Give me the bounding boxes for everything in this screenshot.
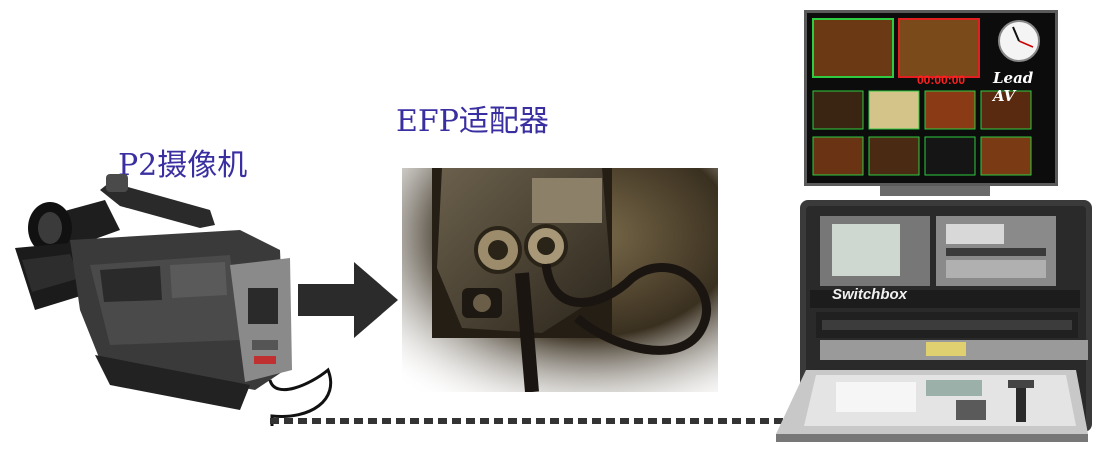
monitor-brand-logo: Lead AV [993, 69, 1034, 105]
multiview-monitor: 00:00:00 Lead AV [804, 10, 1058, 186]
camera-label: P2摄像机 [118, 148, 248, 183]
dashed-cable-line [270, 418, 798, 424]
multiview-screen [807, 13, 1055, 183]
right-arrow-icon [298, 262, 398, 338]
switchbox-brand-label: Switchbox [832, 286, 908, 303]
efp-adapter-image [402, 168, 718, 392]
p2-camera-image [15, 174, 333, 426]
monitor-timer: 00:00:00 [917, 73, 966, 87]
monitor-stand [880, 186, 990, 196]
efp-adapter-label: EFP适配器 [396, 104, 549, 139]
switchbox-rack-image [776, 200, 1092, 442]
